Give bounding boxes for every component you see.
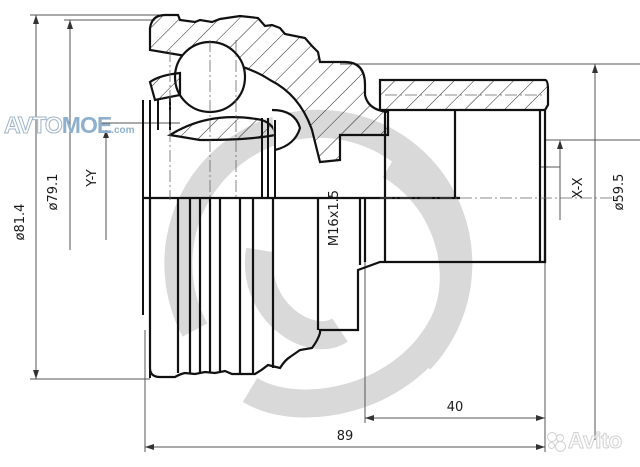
shaft-length-label: 40: [447, 400, 464, 415]
avito-watermark: Avito: [547, 428, 623, 454]
dimension-arrows-bottom: [145, 415, 545, 450]
total-length-label: 89: [337, 429, 354, 444]
avito-watermark-text: Avito: [567, 428, 623, 454]
axis-lines: [169, 40, 620, 200]
dimension-lines-bottom: [144, 250, 546, 452]
axis-y-label: Y-Y: [85, 169, 100, 188]
dimension-lines-left: [30, 14, 180, 380]
outer-diameter-small-label: ø79.1: [46, 174, 61, 211]
avito-logo-icon: [547, 432, 566, 452]
main-body: [143, 110, 547, 379]
avtomoe-watermark: AVTOMOE.com: [4, 112, 135, 138]
outer-diameter-large-label: ø81.4: [13, 204, 28, 241]
axis-x-label: X-X: [571, 177, 586, 198]
avtomoe-watermark-part1: AVTO: [4, 112, 64, 138]
shaft-diameter-label: ø59.5: [612, 174, 627, 211]
dimension-arrows-right: [557, 64, 598, 149]
dimension-arrows-left: [33, 15, 109, 379]
dimension-lines-right: [340, 63, 640, 440]
thread-label: M16x1.5: [327, 190, 342, 246]
avtomoe-watermark-part2: MOE: [61, 112, 112, 138]
avtomoe-watermark-part3: .com: [111, 125, 135, 136]
